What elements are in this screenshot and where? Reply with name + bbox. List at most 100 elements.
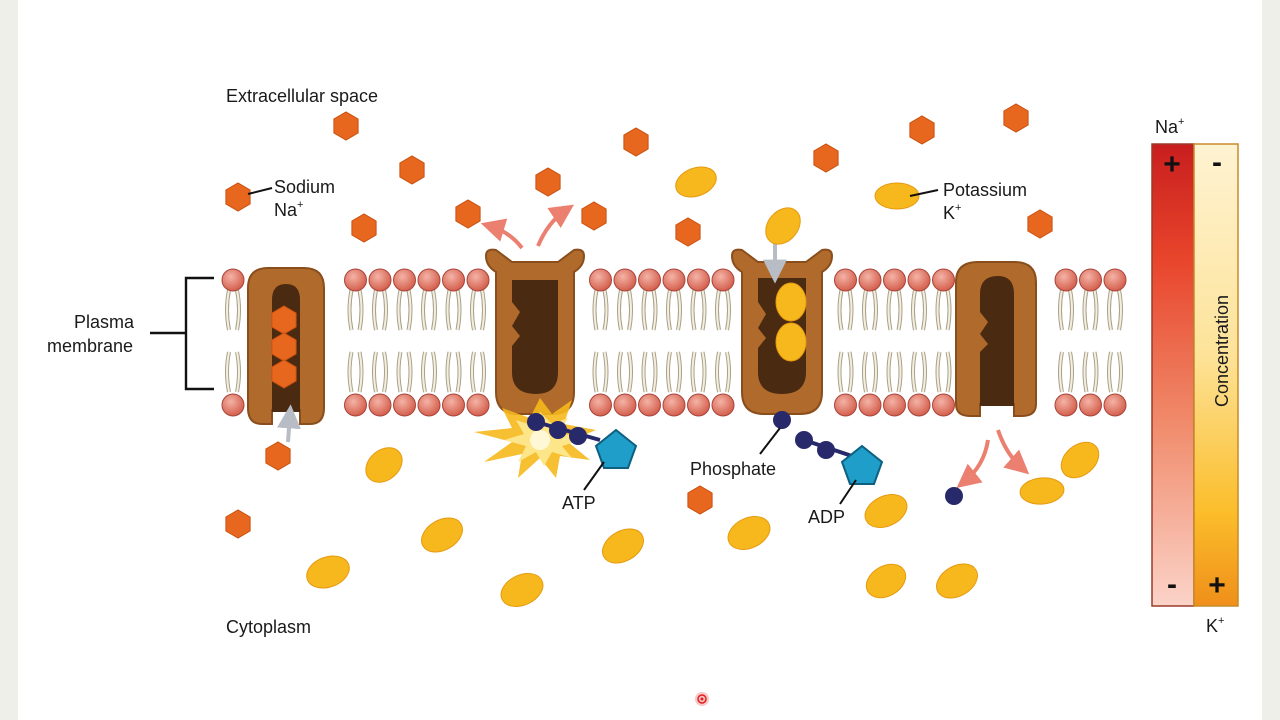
- red-movement-arrow: [996, 429, 1030, 475]
- atp-label: ATP: [562, 493, 596, 513]
- lipid-head: [221, 393, 245, 417]
- plasma-membrane-label-line1: Plasma: [74, 312, 135, 332]
- potassium-label: Potassium: [943, 180, 1027, 200]
- laser-pointer-dot: [695, 692, 709, 706]
- potassium-ion: [1060, 441, 1100, 479]
- pump-stage-2: [484, 248, 586, 415]
- lipid-tail: [236, 351, 240, 393]
- lipid-head: [613, 268, 637, 292]
- lipid-head: [417, 268, 441, 292]
- potassium-ion: [500, 573, 544, 607]
- lipid-head: [589, 268, 612, 292]
- lipid-tail: [1118, 351, 1122, 393]
- lipid-tail: [946, 289, 951, 331]
- lipid-tail: [677, 289, 681, 331]
- gray-movement-arrow: [277, 404, 301, 443]
- lipid-tail: [383, 351, 387, 393]
- lipid-tail: [716, 351, 720, 393]
- atp-molecule: [527, 413, 638, 469]
- lipid-tail: [667, 351, 671, 393]
- lipid-tail: [946, 351, 951, 393]
- sodium-symbol-label: Na+: [274, 199, 303, 220]
- lipid-head: [442, 268, 465, 292]
- lipid-tail: [1083, 289, 1088, 331]
- potassium-ion: [775, 282, 807, 322]
- lipid-head: [368, 393, 392, 417]
- lipid-head: [711, 268, 735, 292]
- lipid-tail: [1108, 351, 1112, 393]
- potassium-ion: [365, 447, 403, 483]
- lipid-tail: [603, 351, 608, 393]
- lipid-head: [883, 393, 906, 417]
- lipid-tail: [726, 289, 730, 331]
- concentration-gradient-bar: [1151, 143, 1239, 607]
- lipid-tail: [373, 351, 377, 393]
- potassium-ion: [675, 166, 717, 198]
- lipid-tail: [407, 351, 412, 393]
- lipid-head: [393, 268, 416, 292]
- lipid-tail: [446, 351, 451, 393]
- lipid-head: [344, 393, 367, 417]
- lipid-tail: [373, 289, 377, 331]
- lipid-tail: [701, 351, 706, 393]
- lipid-tail: [481, 289, 485, 331]
- lipid-head: [417, 393, 441, 417]
- lipid-tail: [1093, 289, 1098, 331]
- lipid-head: [883, 268, 906, 292]
- lipid-head: [638, 268, 661, 292]
- sodium-ion: [399, 155, 425, 185]
- lipid-head: [834, 268, 857, 292]
- lipid-tail: [936, 289, 941, 331]
- lipid-tail: [936, 351, 941, 393]
- adp-label: ADP: [808, 507, 845, 527]
- lipid-tail: [397, 351, 402, 393]
- lipid-tail: [358, 351, 363, 393]
- lipid-tail: [628, 351, 632, 393]
- lipid-head: [393, 393, 416, 417]
- ions: [225, 103, 1100, 607]
- sodium-ion: [1027, 209, 1053, 239]
- lipid-head: [221, 268, 245, 292]
- lipid-head: [687, 268, 710, 292]
- lipid-tail: [397, 289, 402, 331]
- sodium-ion: [675, 217, 701, 247]
- lipid-tail: [863, 289, 867, 331]
- lipid-tail: [652, 351, 657, 393]
- lipid-tail: [912, 351, 916, 393]
- lipid-tail: [897, 289, 902, 331]
- sodium-ion: [333, 111, 359, 141]
- lipid-tail: [863, 351, 867, 393]
- red-movement-arrow: [956, 439, 990, 488]
- lipid-head: [858, 393, 882, 417]
- lipid-tail: [848, 289, 853, 331]
- potassium-ion: [775, 322, 807, 362]
- lipid-tail: [887, 351, 892, 393]
- lipid-tail: [383, 289, 387, 331]
- lipid-tail: [897, 351, 902, 393]
- potassium-ion: [727, 516, 771, 550]
- na-top-sign: +: [1163, 148, 1181, 181]
- lipid-tail: [456, 289, 461, 331]
- lipid-tail: [456, 351, 461, 393]
- potassium-ion: [306, 555, 350, 589]
- plasma-membrane: [221, 268, 1127, 417]
- lipid-tail: [471, 289, 475, 331]
- lipid-tail: [912, 289, 916, 331]
- potassium-ion: [864, 494, 908, 528]
- sodium-ion: [623, 127, 649, 157]
- lipid-tail: [628, 289, 632, 331]
- sodium-ion: [225, 182, 251, 212]
- lipid-head: [932, 268, 955, 292]
- lipid-tail: [1083, 351, 1088, 393]
- lipid-tail: [1093, 351, 1098, 393]
- gradient-k-label: K+: [1206, 615, 1224, 636]
- lipid-tail: [432, 351, 436, 393]
- lipid-tail: [481, 351, 485, 393]
- sodium-ion: [351, 213, 377, 243]
- potassium-ion: [602, 528, 644, 564]
- lipid-tail: [422, 289, 426, 331]
- sodium-ion: [909, 115, 935, 145]
- lipid-tail: [848, 351, 853, 393]
- lipid-tail: [922, 351, 926, 393]
- pump-stage-4: [955, 261, 1037, 417]
